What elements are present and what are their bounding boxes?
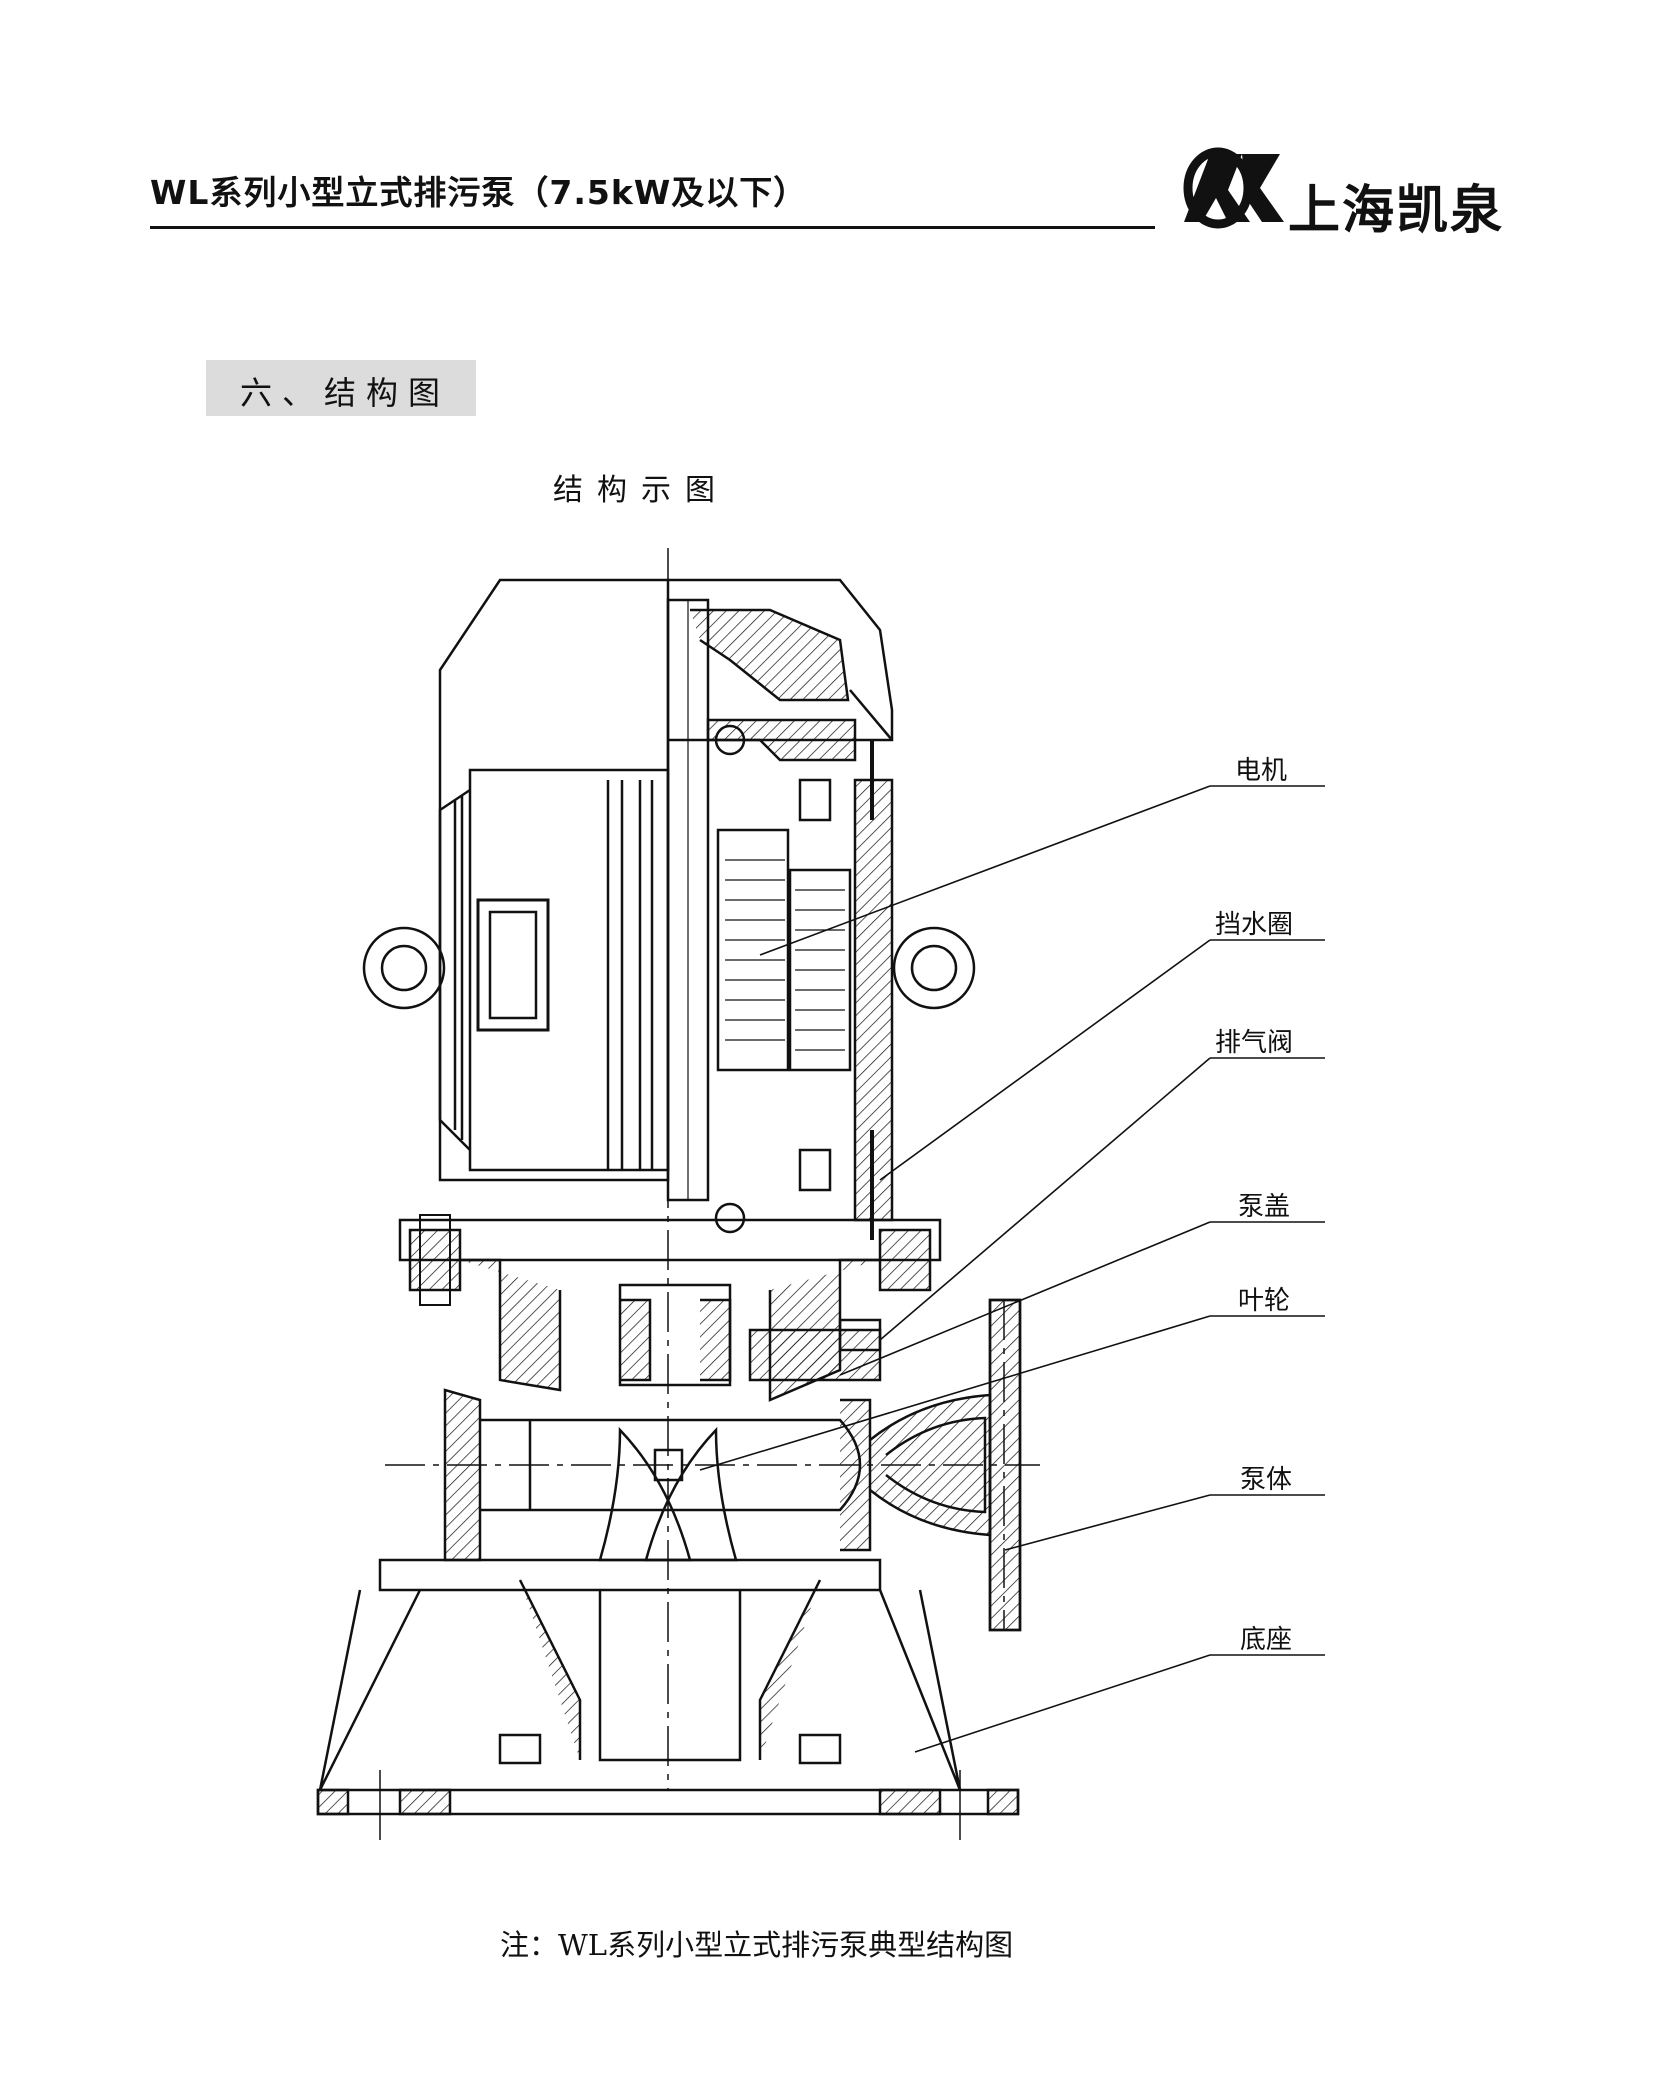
page-header-title: WL系列小型立式排污泵（7.5kW及以下） — [150, 173, 808, 212]
callout-air-valve: 排气阀 — [1215, 1028, 1294, 1058]
header-rule — [150, 226, 1155, 229]
callout-motor: 电机 — [1235, 756, 1288, 786]
brand-logo-text: 上海凯泉 — [1288, 181, 1505, 241]
callout-impeller: 叶轮 — [1238, 1286, 1291, 1316]
callout-pump-body: 泵体 — [1240, 1465, 1293, 1495]
callout-base: 底座 — [1240, 1625, 1293, 1655]
diagram-note: 注：WL系列小型立式排污泵典型结构图 — [500, 1928, 1014, 1962]
section-heading-box — [206, 360, 476, 416]
section-heading: 六、结构图 — [240, 374, 451, 412]
callout-water-deflector: 挡水圈 — [1215, 910, 1294, 940]
diagram-title: 结构示图 — [553, 473, 729, 508]
callout-pump-cover: 泵盖 — [1238, 1192, 1291, 1222]
brand-logo-icon — [1183, 147, 1284, 229]
